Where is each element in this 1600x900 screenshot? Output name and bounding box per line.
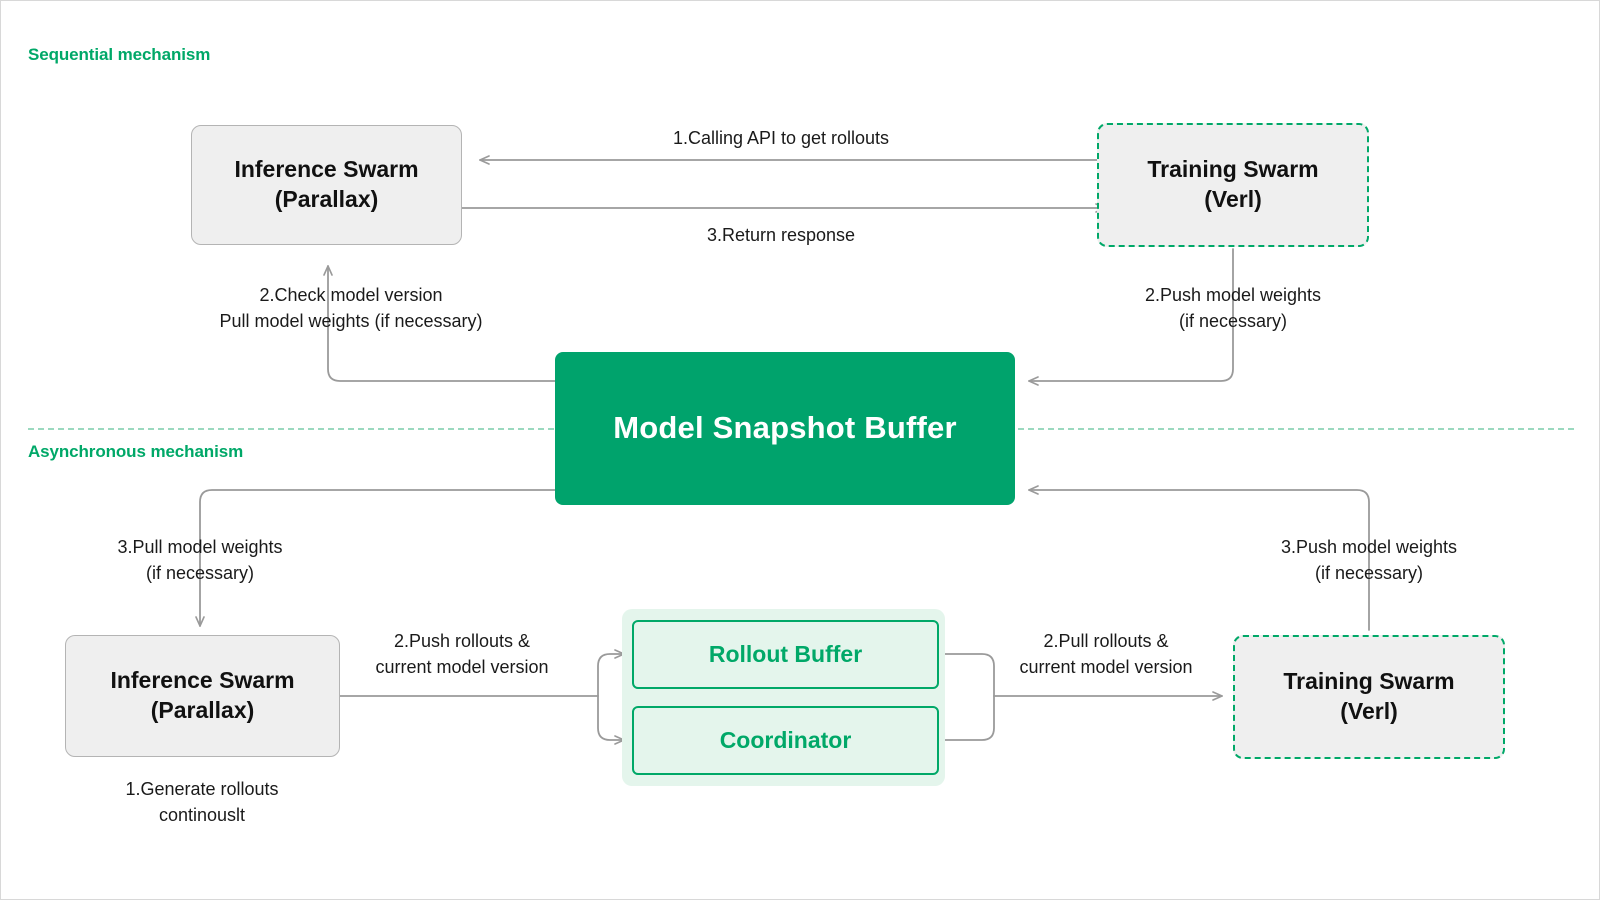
label-push-rollouts: 2.Push rollouts &current model version	[375, 631, 549, 678]
node-training-swarm-top[interactable]: Training Swarm(Verl)	[1097, 123, 1369, 247]
section-title-sequential: Sequential mechanism	[28, 45, 211, 64]
label-return-response: 3.Return response	[706, 225, 856, 245]
node-inference-swarm-top[interactable]: Inference Swarm(Parallax)	[191, 125, 462, 245]
label-calling-api: 1.Calling API to get rollouts	[672, 128, 890, 148]
node-coordinator[interactable]: Coordinator	[632, 706, 939, 775]
label-pull-rollouts: 2.Pull rollouts &current model version	[1019, 631, 1193, 678]
wire-push-rollouts-to-rollout-buffer	[597, 649, 625, 697]
node-rollout-buffer[interactable]: Rollout Buffer	[632, 620, 939, 689]
wire-push-rollouts-to-coordinator	[597, 695, 625, 745]
label-push-model-weights-bottom: 3.Push model weights(if necessary)	[1280, 537, 1458, 584]
section-title-asynchronous: Asynchronous mechanism	[28, 442, 244, 461]
wire-pull-rollouts-from-coordinator	[942, 695, 995, 741]
label-pull-model-weights-bottom: 3.Pull model weights(if necessary)	[117, 537, 283, 584]
node-model-snapshot-buffer[interactable]: Model Snapshot Buffer	[555, 352, 1015, 505]
node-inference-swarm-bottom[interactable]: Inference Swarm(Parallax)	[65, 635, 340, 757]
node-training-swarm-bottom[interactable]: Training Swarm(Verl)	[1233, 635, 1505, 759]
label-push-model-weights-top: 2.Push model weights(if necessary)	[1144, 285, 1322, 332]
